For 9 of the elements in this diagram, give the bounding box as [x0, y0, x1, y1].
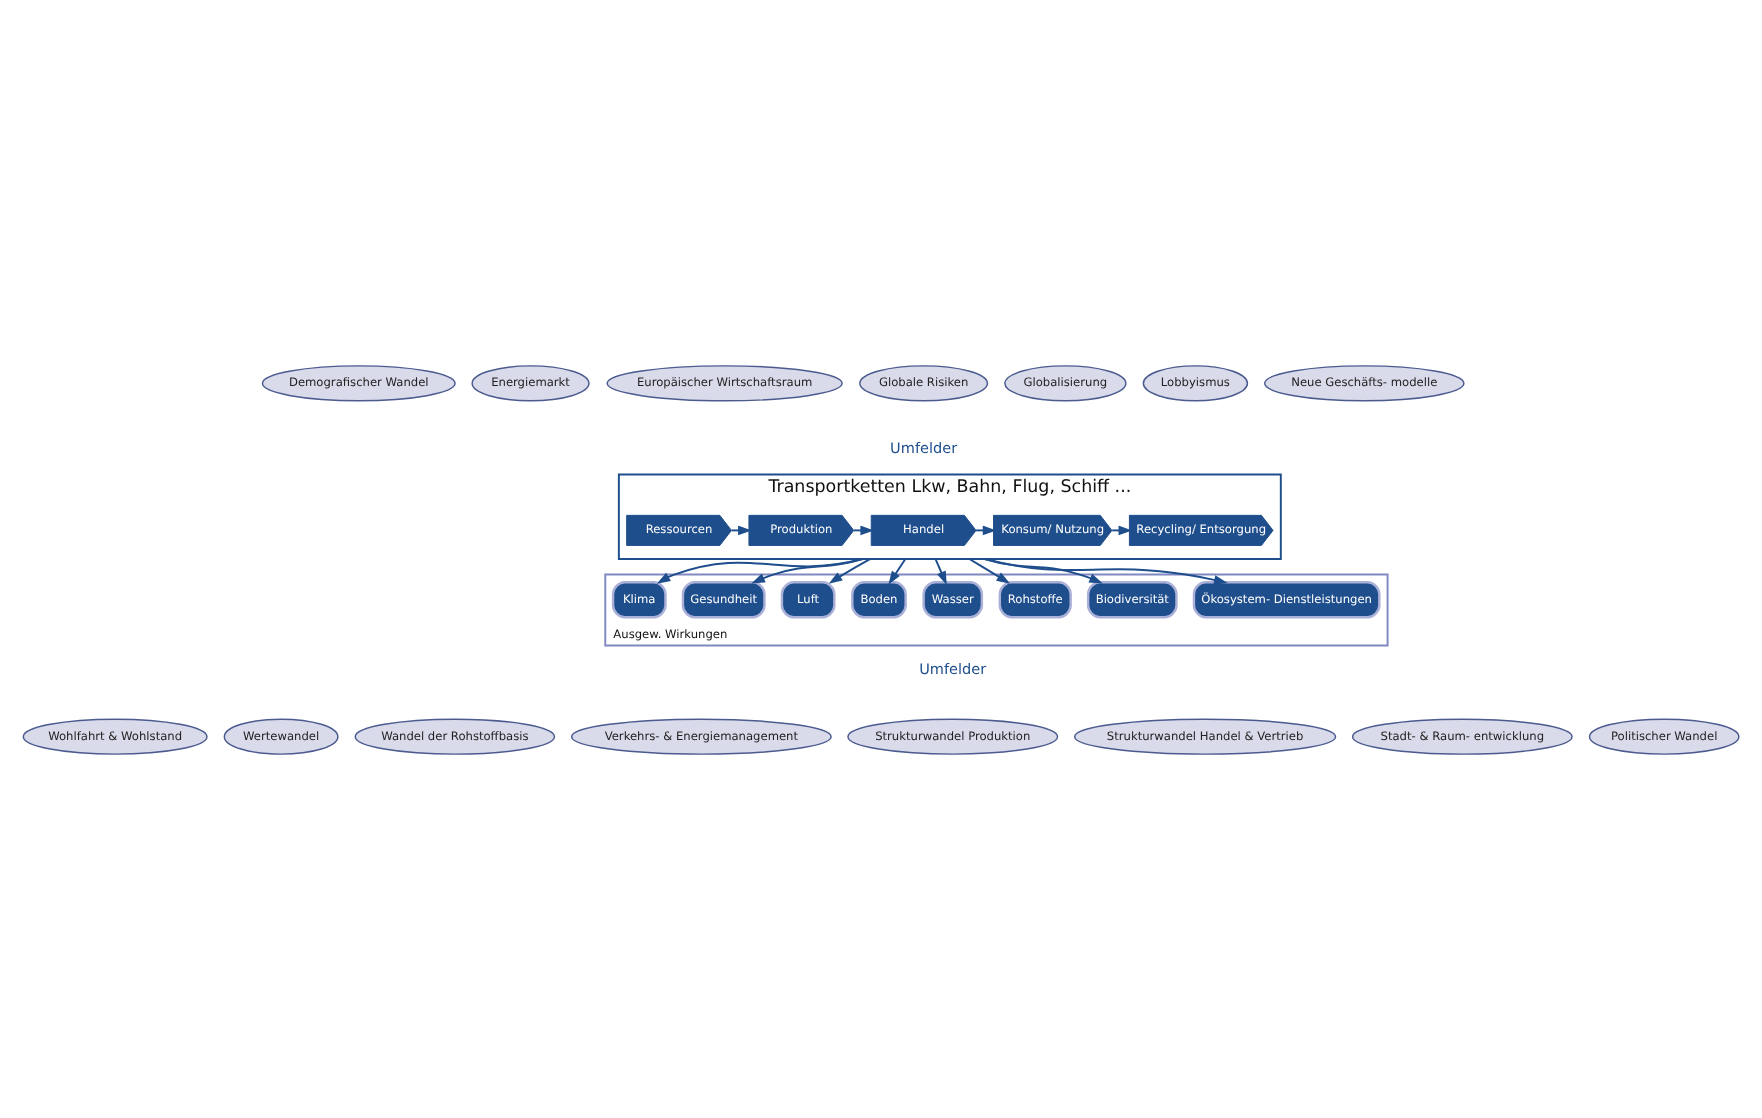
arrow	[1111, 524, 1133, 535]
arrow	[828, 557, 871, 583]
arrow	[888, 557, 907, 584]
arrow	[983, 557, 1228, 584]
arrow	[975, 524, 997, 535]
arrow	[656, 557, 864, 583]
arrow	[751, 557, 864, 583]
arrow	[968, 557, 1011, 583]
arrow	[934, 557, 947, 584]
